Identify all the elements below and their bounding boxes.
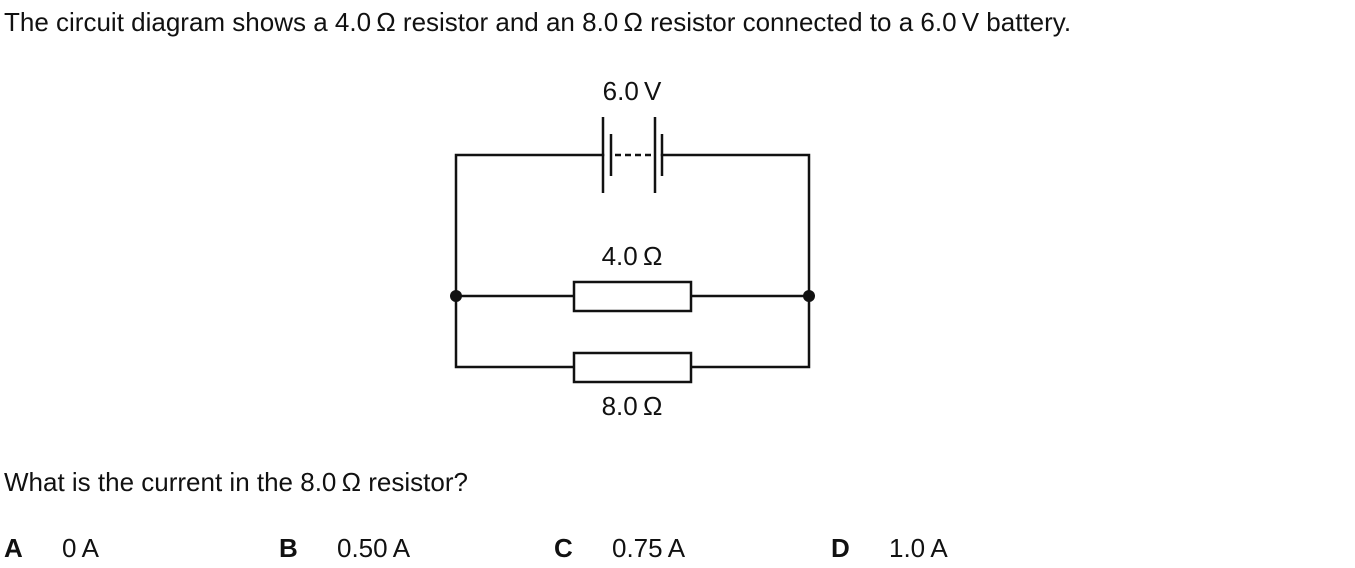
battery-label: 6.0 V bbox=[603, 76, 662, 106]
top-wire-right bbox=[660, 153, 811, 369]
top-wire-left bbox=[454, 153, 605, 369]
option-letter: C bbox=[554, 533, 573, 563]
option-value: 0.50 A bbox=[337, 533, 411, 563]
option-value: 1.0 A bbox=[889, 533, 948, 563]
resistor-4-ohm-label: 4.0 Ω bbox=[602, 241, 663, 271]
option-letter: B bbox=[279, 533, 298, 563]
question-intro: The circuit diagram shows a 4.0 Ω resist… bbox=[4, 7, 1072, 37]
battery-symbol bbox=[601, 117, 664, 193]
resistor-8-ohm bbox=[572, 351, 693, 384]
option-value: 0.75 A bbox=[612, 533, 686, 563]
junction-right bbox=[803, 290, 815, 302]
junction-left bbox=[450, 290, 462, 302]
option-value: 0 A bbox=[62, 533, 100, 563]
question-prompt: What is the current in the 8.0 Ω resisto… bbox=[4, 467, 468, 497]
option-letter: D bbox=[831, 533, 850, 563]
resistor-8-ohm-label: 8.0 Ω bbox=[602, 391, 663, 421]
option-letter: A bbox=[4, 533, 23, 563]
resistor-4-ohm bbox=[572, 280, 693, 313]
